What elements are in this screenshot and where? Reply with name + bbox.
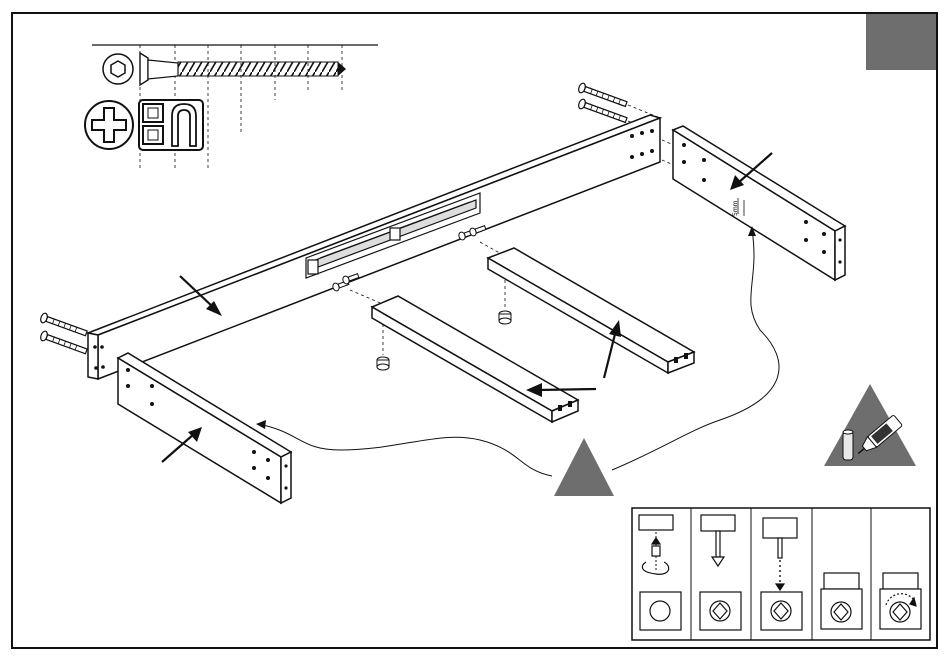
tool-legend (85, 45, 378, 168)
phillips-screwdriver-icon (85, 101, 133, 149)
dimension-label: 5mm (732, 200, 739, 216)
slat-back (488, 248, 694, 373)
long-screws-left (39, 312, 88, 356)
arrowhead-left (256, 420, 266, 429)
step-indicator-box (866, 14, 936, 70)
glue-bottle-icon (824, 384, 916, 466)
cam-fitting-icon (139, 100, 203, 150)
side-panel-right (673, 126, 845, 280)
cam-lock-legend (632, 508, 930, 640)
long-rail (88, 115, 660, 379)
slat-front (372, 296, 578, 422)
warning-triangle (554, 438, 614, 496)
hex-socket-icon (103, 54, 133, 84)
screw-icon (140, 53, 346, 85)
legend-step-4 (821, 573, 862, 629)
long-screws-top-right (577, 82, 627, 124)
legend-step-5 (880, 573, 921, 629)
